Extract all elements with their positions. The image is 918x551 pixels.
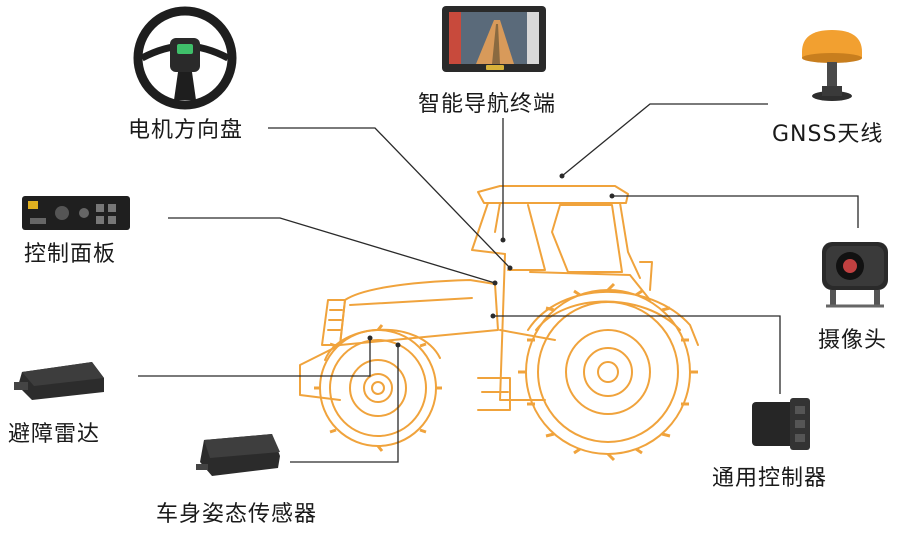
rear-wheel (518, 282, 698, 462)
control-panel-icon (22, 196, 130, 230)
controller-icon (752, 398, 810, 450)
radar-icon (14, 362, 104, 400)
label-steering-wheel: 电机方向盘 (128, 118, 244, 143)
leader-attitude (290, 345, 399, 463)
leader-steering (268, 127, 511, 269)
tablet-terminal-icon (442, 6, 546, 72)
leader-camera (612, 195, 859, 228)
label-nav-terminal: 智能导航终端 (418, 92, 557, 117)
label-radar: 避障雷达 (8, 422, 101, 447)
leader-gnss (561, 103, 768, 177)
attitude-sensor-icon (196, 434, 280, 476)
label-camera: 摄像头 (818, 328, 888, 353)
camera-icon (822, 242, 888, 308)
leader-dots (367, 173, 615, 348)
leader-controller (493, 315, 781, 394)
tractor-outline (299, 185, 699, 411)
label-controller: 通用控制器 (712, 466, 828, 491)
gnss-antenna-icon (802, 30, 862, 101)
label-attitude-sensor: 车身姿态传感器 (156, 502, 318, 527)
front-wheel (314, 324, 442, 452)
leader-radar (138, 338, 371, 377)
label-control-panel: 控制面板 (24, 242, 117, 267)
leader-lines (138, 103, 859, 463)
label-gnss-antenna: GNSS天线 (772, 122, 884, 147)
steering-wheel-icon (133, 6, 237, 110)
leader-control-panel (168, 217, 496, 284)
